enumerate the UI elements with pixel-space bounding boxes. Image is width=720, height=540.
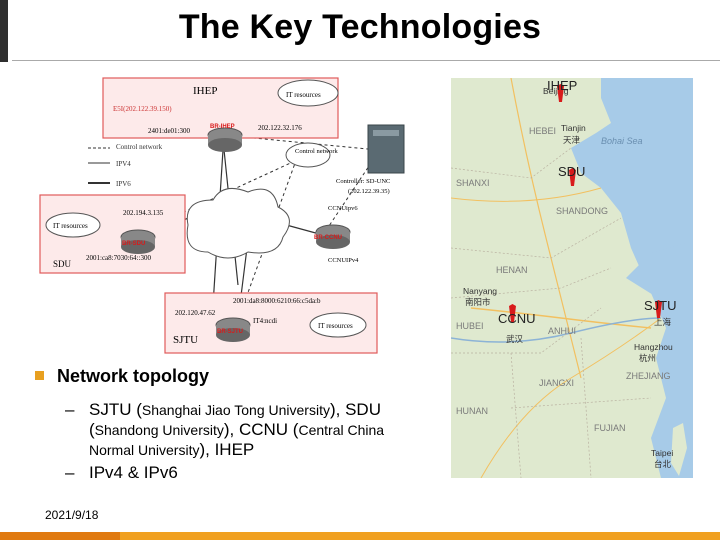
sdu-pin-icon: [569, 168, 576, 186]
map-label-fujian: FUJIAN: [594, 423, 626, 433]
ihep-ip4b: 202.122.32.176: [258, 124, 302, 132]
map-label-wuhan-cn: 武汉: [506, 334, 524, 344]
map-label-hunan: HUNAN: [456, 406, 489, 416]
sjtu-router-label: BR-SJTU: [217, 329, 243, 335]
ihep-site-title: IHEP: [193, 85, 217, 97]
ihep-it-resources-cloud: [277, 79, 339, 107]
sub-bullet-dash-2: –: [65, 463, 75, 482]
footer-accent-bar: [0, 532, 720, 540]
map-label-taipei: Taipei: [651, 448, 674, 458]
ccnu-pin-icon: [509, 304, 516, 322]
ccnu-abbrev: ), CCNU (: [223, 420, 299, 439]
ccnu-ipv6-label: CCNUipv6: [328, 205, 358, 212]
sjtu-extra: IT4:ncdi: [253, 317, 277, 325]
ccnu-ipv4-label: CCNUIPv4: [328, 257, 359, 264]
sdu-it-resources-label: IT resources: [53, 222, 88, 230]
paren-open: (: [89, 420, 95, 439]
ctrl-link-ccnu: [322, 159, 374, 236]
bullet-network-topology: Network topology: [57, 366, 209, 386]
sjtu-it-resources-label: IT resources: [318, 322, 353, 330]
sjtu-abbrev: SJTU (: [89, 400, 142, 419]
ccnu-fullname-a: Central China: [298, 422, 385, 438]
legend-ipv6-label: IPV6: [116, 180, 131, 188]
map-label-shanghai-cn: 上海: [654, 317, 672, 327]
topology-legend: Control network IPV4 IPV6: [88, 143, 163, 188]
controller-label: Controller: SD-UNC: [336, 178, 390, 185]
map-label-nanyang: Nanyang: [463, 286, 498, 296]
map-label-bohai: Bohai Sea: [601, 136, 643, 146]
ccnu-fullname-b: Normal University: [89, 442, 200, 458]
sjtu-ip4: 202.120.47.62: [175, 309, 216, 317]
site-label-sjtu: SJTU: [644, 298, 677, 313]
control-network-label: Control network: [295, 148, 339, 155]
sjtu-ip6: 2001:da8:8000:6210:66:c5da:b: [233, 297, 321, 305]
ccnu-router-label: BR-CCNU: [314, 235, 342, 241]
internet-cloud: [186, 187, 290, 259]
site-label-sdu: SDU: [558, 164, 586, 179]
map-label-hubei: HUBEI: [456, 321, 484, 331]
legend-control-label: Control network: [116, 143, 163, 151]
sdu-ip6: 2001:ca8:7030:64::300: [86, 254, 151, 262]
map-label-taipei-cn: 台北: [654, 459, 672, 469]
map-label-tianjin-cn: 天津: [563, 135, 581, 145]
map-label-henan: HENAN: [496, 265, 528, 275]
ihep-router-label: BR-IHEP: [210, 124, 235, 130]
legend-ipv4-label: IPV4: [116, 160, 131, 168]
sjtu-pin-icon: [655, 300, 662, 318]
sdu-ip4: 202.194.3.135: [123, 209, 164, 217]
map-label-beijing: Beijing: [543, 86, 569, 96]
sdu-site-title: SDU: [53, 259, 72, 269]
map-label-shandong: SHANDONG: [556, 206, 609, 216]
ctrl-link-sdu: [122, 154, 309, 241]
ihep-ip4: E5I(202.122.39.150): [113, 105, 172, 113]
sjtu-site-title: SJTU: [173, 334, 198, 346]
ihep-abbrev: ), IHEP: [199, 440, 255, 459]
controller-ip: (202.122.39.35): [348, 188, 390, 195]
title-accent-bar: [0, 0, 8, 62]
sdu-abbrev: ), SDU: [329, 400, 381, 419]
sdu-it-resources-cloud: [45, 212, 101, 238]
title-divider: [12, 60, 720, 61]
china-map: Beijing Tianjin 天津 HEBEI Bohai Sea SHANX…: [451, 78, 693, 478]
sdu-fullname: Shandong University: [94, 422, 224, 438]
map-background: [451, 78, 693, 478]
page-title: The Key Technologies: [178, 8, 542, 46]
map-label-hangzhou-cn: 杭州: [639, 353, 657, 363]
ihep-pin-icon: [557, 84, 564, 102]
site-label-ccnu: CCNU: [498, 311, 536, 326]
ctrl-link-sjtu: [237, 154, 299, 321]
sdu-router-label: BR-SDU: [122, 241, 145, 247]
map-label-nanyang-cn: 南阳市: [465, 297, 491, 307]
site-label-ihep: IHEP: [547, 78, 578, 93]
sub-bullet-text: SJTU (Shanghai Jiao Tong University), SD…: [89, 400, 449, 460]
control-network-cloud: [285, 142, 331, 168]
map-label-tianjin: Tianjin: [561, 123, 586, 133]
ihep-it-resources-label: IT resources: [286, 91, 321, 99]
ihep-ip6: 2401:de01:300: [148, 127, 190, 135]
map-label-shanxi: SHANXI: [456, 178, 490, 188]
map-label-anhui: ANHUI: [548, 326, 577, 336]
bullet-marker: [35, 371, 44, 380]
map-label-hebei: HEBEI: [529, 126, 557, 136]
sjtu-fullname: Shanghai Jiao Tong University: [141, 402, 330, 418]
sea-area: [571, 78, 693, 478]
map-label-zhejiang: ZHEJIANG: [626, 371, 671, 381]
sjtu-it-resources-cloud: [309, 312, 367, 338]
map-label-jiangxi: JIANGXI: [539, 378, 575, 388]
footer-accent-bar-dark: [0, 532, 120, 540]
network-topology-diagram: Control network IPV4 IPV6 IHEP E5I(202.1…: [39, 77, 405, 354]
sub-bullet-dash: –: [65, 400, 75, 419]
map-label-hangzhou: Hangzhou: [634, 342, 673, 352]
slide-date: 2021/9/18: [45, 508, 99, 522]
sub-bullet-ip-text: IPv4 & IPv6: [89, 463, 178, 482]
